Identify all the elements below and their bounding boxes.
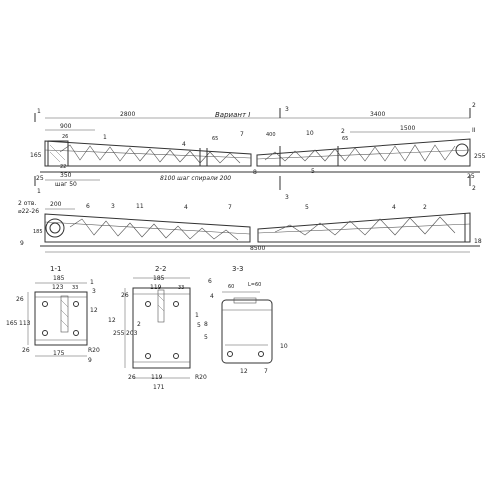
s22-dim-119: 119 xyxy=(150,284,162,291)
bb-callout-3: 3 xyxy=(111,203,115,210)
callout-1: 1 xyxy=(103,134,107,141)
bb-callout-9: 9 xyxy=(20,240,24,247)
pitch-50-note: шаг 50 xyxy=(55,181,77,188)
section-3-3-drawing xyxy=(221,291,273,364)
s11-dim-26a: 26 xyxy=(16,296,24,303)
bottom-beam-drawing xyxy=(40,208,480,253)
s33-dim-60: 60 xyxy=(228,284,234,290)
top-beam-drawing xyxy=(34,108,480,190)
s11-callout-12: 12 xyxy=(90,307,98,314)
callout-II: II xyxy=(472,127,476,134)
s22-callout-12: 12 xyxy=(108,317,116,324)
section-1-1-drawing xyxy=(27,282,88,357)
section-mark-1-top: 1 xyxy=(37,108,41,115)
s22-dim-185: 185 xyxy=(153,275,165,282)
dim-350: 350 xyxy=(60,172,72,179)
dim-22: 22 xyxy=(60,164,66,170)
bb-callout-11: 11 xyxy=(136,203,144,210)
s22-dim-r20: R20 xyxy=(195,374,207,381)
s11-dim-33: 33 xyxy=(72,285,78,291)
section-mark-3-top: 3 xyxy=(285,106,289,113)
s22-callout-1: 1 xyxy=(195,312,199,319)
s33-callout-5: 5 xyxy=(204,334,208,341)
s22-dim-26b: 26 xyxy=(128,374,136,381)
callout-2: 2 xyxy=(341,128,345,135)
callout-5: 5 xyxy=(311,168,315,175)
dim-right-span: 3400 xyxy=(370,111,385,118)
callout-4: 4 xyxy=(182,141,186,148)
spiral-note: 8100 шаг спирали 200 xyxy=(160,175,231,182)
s33-dim-l60: L=60 xyxy=(248,282,261,288)
s11-dim-185: 185 xyxy=(53,275,65,282)
dim-200: 200 xyxy=(50,201,62,208)
s33-callout-6: 6 xyxy=(208,278,212,285)
s33-callout-12: 12 xyxy=(240,368,248,375)
dim-400: 400 xyxy=(266,132,276,138)
dim-right-part: 1500 xyxy=(400,125,415,132)
dim-18: 18 xyxy=(474,238,482,245)
s11-dim-165: 165 xyxy=(6,320,18,327)
dim-255: 255 xyxy=(474,153,486,160)
variant-label: Вариант I xyxy=(215,111,250,119)
s22-callout-5: 5 xyxy=(197,322,201,329)
bb-callout-7: 7 xyxy=(228,204,232,211)
dim-65-left: 65 xyxy=(212,136,218,142)
s11-callout-1: 1 xyxy=(90,279,94,286)
s11-callout-3: 3 xyxy=(92,288,96,295)
s22-dim-255: 255 xyxy=(113,330,125,337)
s22-dim-26a: 26 xyxy=(121,292,129,299)
s11-dim-r20: R20 xyxy=(88,347,100,354)
section-3-3-title: 3-3 xyxy=(232,265,243,273)
bb-callout-5: 5 xyxy=(305,204,309,211)
s33-callout-4: 4 xyxy=(210,293,214,300)
dim-26: 26 xyxy=(62,134,68,140)
section-2-2-drawing xyxy=(124,277,191,379)
s11-dim-175: 175 xyxy=(53,350,65,357)
callout-10: 10 xyxy=(306,130,314,137)
dim-8500: 8500 xyxy=(250,245,265,252)
s11-dim-113: 113 xyxy=(19,320,31,327)
callout-8: 8 xyxy=(253,169,257,176)
dim-25-right: 25 xyxy=(467,173,475,180)
holes-note-2: ⌀22-26 xyxy=(18,208,39,215)
s33-callout-10: 10 xyxy=(280,343,288,350)
dim-left-part: 900 xyxy=(60,123,72,130)
s33-callout-7: 7 xyxy=(264,368,268,375)
section-mark-2-bottom: 2 xyxy=(472,185,476,192)
bb-callout-4a: 4 xyxy=(184,204,188,211)
s11-dim-123: 123 xyxy=(52,284,64,291)
s11-dim-26b: 26 xyxy=(22,347,30,354)
section-mark-1-bottom: 1 xyxy=(37,188,41,195)
section-mark-3-bottom: 3 xyxy=(285,194,289,201)
section-1-1-title: 1-1 xyxy=(50,265,61,273)
s22-dim-119b: 119 xyxy=(151,374,163,381)
s33-callout-8: 8 xyxy=(204,321,208,328)
bb-callout-6: 6 xyxy=(86,203,90,210)
callout-7: 7 xyxy=(240,131,244,138)
s22-dim-171: 171 xyxy=(153,384,165,391)
bb-callout-4b: 4 xyxy=(392,204,396,211)
s22-dim-33: 33 xyxy=(178,285,184,291)
section-mark-2-top: 2 xyxy=(472,102,476,109)
dim-165: 165 xyxy=(30,152,42,159)
holes-note-1: 2 отв. xyxy=(18,200,36,207)
s11-callout-9: 9 xyxy=(88,357,92,364)
bb-callout-2: 2 xyxy=(423,204,427,211)
dim-185: 185 xyxy=(33,229,43,235)
dim-25-left: 25 xyxy=(36,175,44,182)
section-2-2-title: 2-2 xyxy=(155,265,166,273)
dim-65-right: 65 xyxy=(342,136,348,142)
dim-left-span: 2800 xyxy=(120,111,135,118)
s22-callout-2: 2 xyxy=(137,321,141,328)
s22-dim-203: 203 xyxy=(126,330,138,337)
